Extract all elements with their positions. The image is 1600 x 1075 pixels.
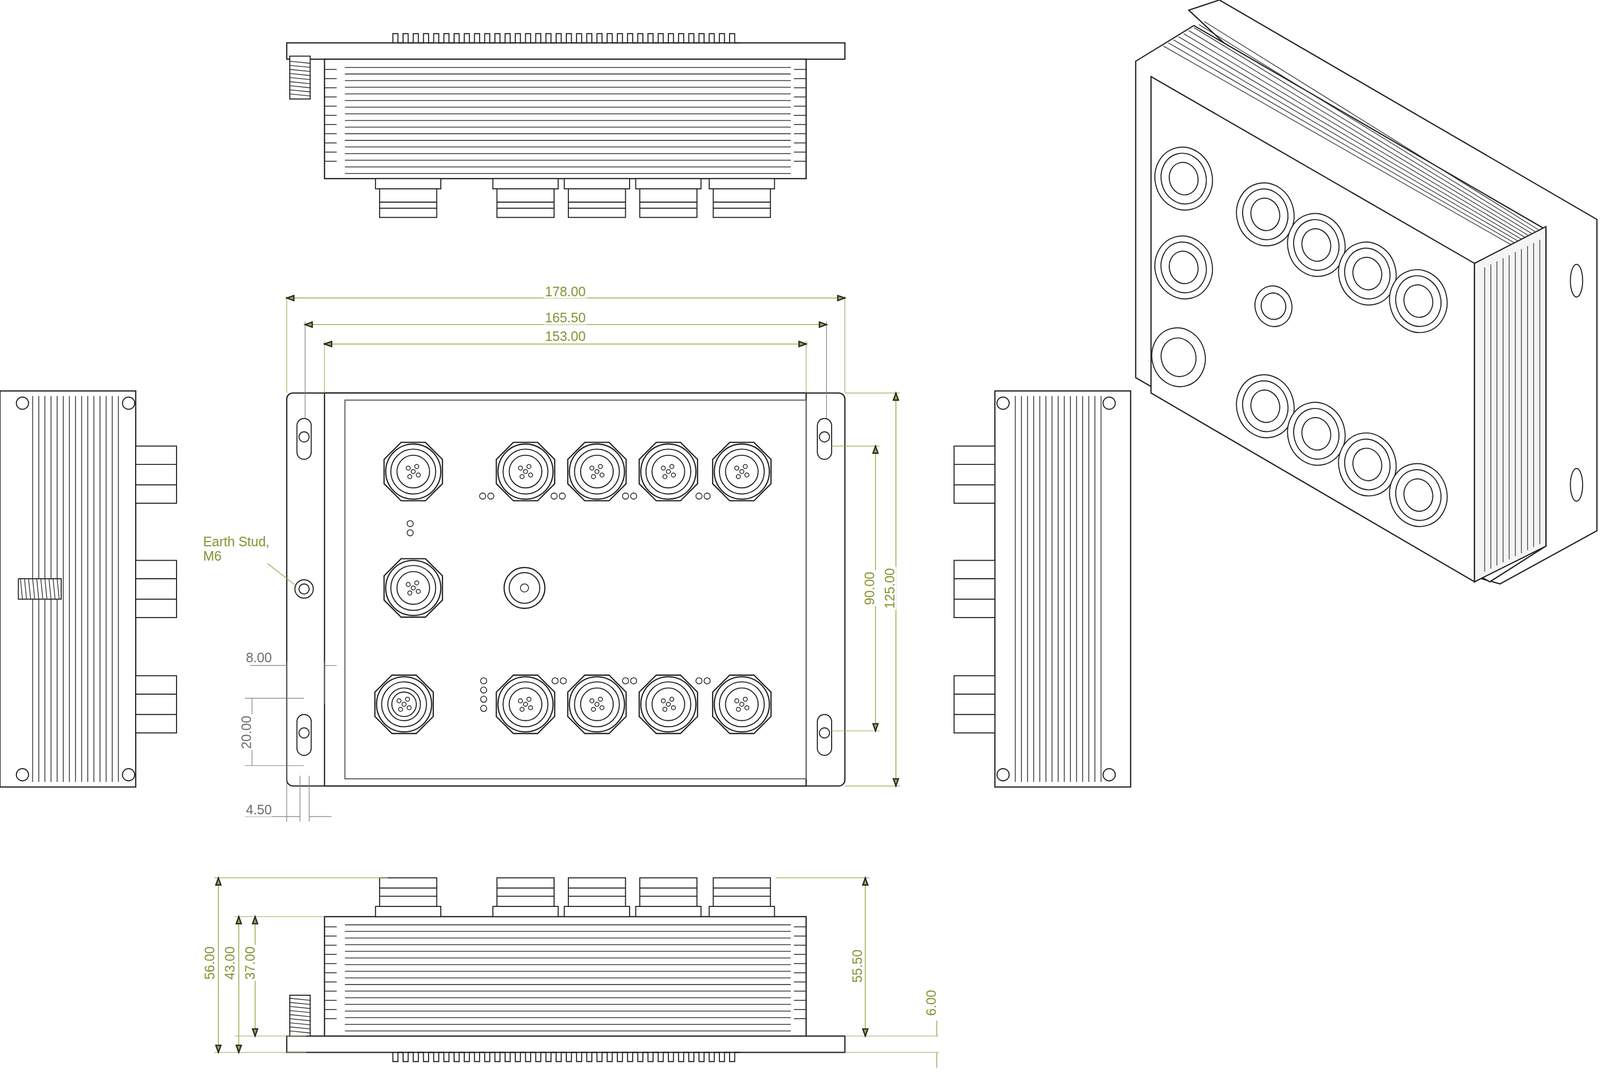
dimension-label: 4.50 bbox=[245, 802, 273, 817]
dimension-label: 6.00 bbox=[925, 987, 939, 1016]
dimension-label: 20.00 bbox=[239, 714, 253, 750]
dimension-label: 125.00 bbox=[883, 566, 897, 609]
dimension-label: Earth Stud, M6 bbox=[202, 534, 286, 565]
dimension-label: 165.50 bbox=[543, 310, 587, 324]
dimension-label: 56.00 bbox=[202, 944, 216, 980]
dimension-label: 178.00 bbox=[543, 283, 587, 298]
dimension-label: 90.00 bbox=[862, 570, 876, 606]
dimension-label: 37.00 bbox=[243, 944, 257, 980]
dimension-label: 55.50 bbox=[850, 947, 864, 983]
dimension-label: 43.00 bbox=[222, 944, 237, 980]
dimension-label: 8.00 bbox=[245, 650, 273, 665]
dimension-label: 153.00 bbox=[543, 329, 587, 343]
